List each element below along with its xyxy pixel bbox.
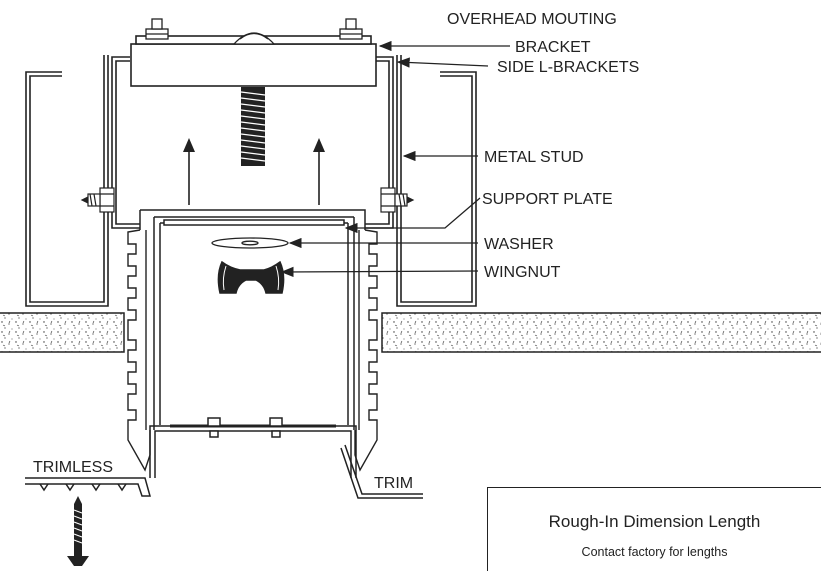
label-side-l-brackets: SIDE L-BRACKETS	[497, 59, 639, 76]
threaded-rod	[240, 87, 266, 166]
bolt-head	[232, 32, 276, 45]
leader-support-plate	[344, 197, 481, 234]
bracket-nut-right	[339, 18, 363, 40]
metal-stud-right	[396, 55, 477, 307]
side-l-bracket-left	[111, 56, 140, 229]
leader-side-l-brackets	[396, 57, 489, 68]
label-metal-stud: METAL STUD	[484, 149, 584, 166]
leader-wingnut	[280, 266, 479, 278]
label-trim: TRIM	[374, 475, 413, 492]
ceiling-drywall-left	[0, 312, 125, 353]
ceiling-drywall-right	[381, 312, 821, 353]
wingnut	[217, 260, 285, 294]
info-box-subtitle: Contact factory for lengths	[581, 545, 728, 559]
drywall-screw	[67, 496, 89, 566]
side-screw-right	[380, 187, 415, 213]
housing-teeth-right	[354, 229, 378, 472]
label-bracket: BRACKET	[515, 39, 591, 56]
bracket-nut-left	[145, 18, 169, 40]
trimless-flange	[25, 477, 151, 497]
info-box-title: Rough-In Dimension Length	[548, 512, 761, 531]
label-wingnut: WINGNUT	[484, 264, 561, 281]
metal-stud-left	[25, 55, 109, 307]
label-overhead-mounting: OVERHEAD MOUTING	[447, 11, 617, 28]
trim-flange	[340, 444, 423, 499]
washer	[211, 237, 289, 249]
rough-in-info-box: Rough-In Dimension Length Contact factor…	[487, 487, 821, 571]
lamp-bracket	[149, 417, 357, 478]
label-trimless: TRIMLESS	[33, 459, 113, 476]
up-arrow-right	[313, 138, 325, 205]
label-washer: WASHER	[484, 236, 554, 253]
housing-teeth-left	[127, 229, 151, 472]
fixture-housing	[139, 209, 366, 430]
side-screw-left	[80, 187, 115, 213]
label-support-plate: SUPPORT PLATE	[482, 191, 613, 208]
up-arrow-left	[183, 138, 195, 205]
